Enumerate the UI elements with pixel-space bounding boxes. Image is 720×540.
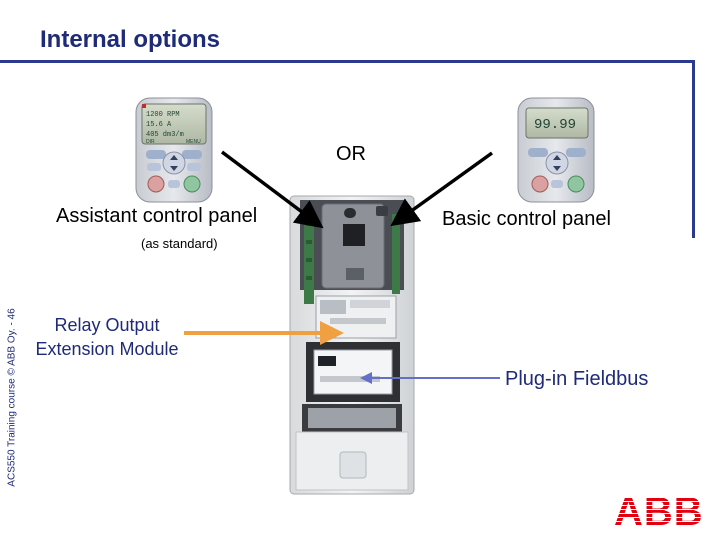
- assistant-lcd-line1: 1200 RPM: [146, 111, 180, 119]
- svg-text:ABB: ABB: [614, 490, 704, 530]
- drive-unit-image: [290, 196, 414, 494]
- basic-control-panel-image: 99.99: [518, 98, 594, 202]
- abb-logo: ABB: [612, 490, 712, 530]
- assistant-control-panel-image: 1200 RPM 15.6 A 405 dm3/m DIR MENU: [136, 98, 212, 202]
- assistant-lcd-right-key: MENU: [186, 139, 201, 145]
- assistant-lcd-line2: 15.6 A: [146, 121, 172, 129]
- assistant-lcd-left-key: DIR: [146, 139, 155, 145]
- assistant-panel-label: Assistant control panel: [56, 205, 257, 228]
- assistant-lcd-line3: 405 dm3/m: [146, 131, 184, 139]
- basic-panel-label: Basic control panel: [442, 208, 611, 231]
- relay-module-label: Relay Output Extension Module: [18, 313, 196, 361]
- relay-module-label-line2: Extension Module: [18, 337, 196, 361]
- fieldbus-label: Plug-in Fieldbus: [505, 368, 648, 391]
- relay-module-label-line1: Relay Output: [18, 313, 196, 337]
- or-label: OR: [336, 143, 366, 166]
- as-standard-label: (as standard): [141, 236, 218, 251]
- basic-lcd-readout: 99.99: [534, 117, 576, 133]
